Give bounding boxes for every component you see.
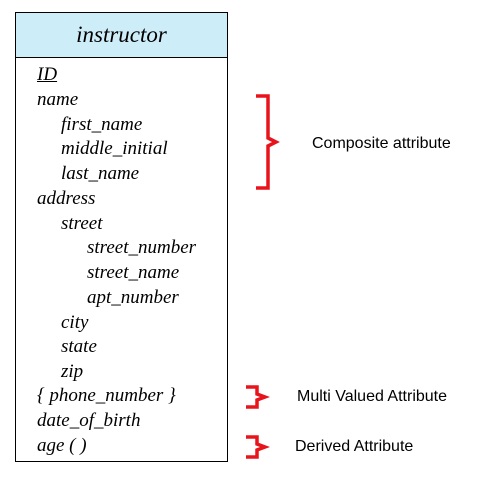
multivalued-brace xyxy=(246,385,270,409)
attribute-middle-initial: middle_initial xyxy=(61,138,168,159)
attribute-first-name: first_name xyxy=(61,114,143,135)
multivalued-attribute-label: Multi Valued Attribute xyxy=(297,388,448,405)
attribute-phone-number: { phone_number } xyxy=(37,385,176,406)
attribute-last-name: last_name xyxy=(61,163,140,184)
attribute-street-name: street_name xyxy=(87,262,180,283)
composite-attribute-label: Composite attribute xyxy=(312,135,451,152)
attribute-age: age ( ) xyxy=(37,435,87,456)
composite-brace xyxy=(256,94,280,190)
attribute-street-number: street_number xyxy=(87,237,197,258)
entity-box-instructor: instructor xyxy=(15,12,228,462)
derived-attribute-label: Derived Attribute xyxy=(295,438,414,455)
attribute-date-of-birth: date_of_birth xyxy=(37,410,141,431)
attribute-city: city xyxy=(61,312,89,333)
attribute-name: name xyxy=(37,89,79,110)
attribute-zip: zip xyxy=(61,361,84,382)
attribute-id: ID xyxy=(37,64,58,85)
attribute-state: state xyxy=(61,336,97,357)
entity-name: instructor xyxy=(16,13,227,58)
attribute-address: address xyxy=(37,188,96,209)
derived-brace xyxy=(246,435,270,459)
attribute-street: street xyxy=(61,213,103,234)
attribute-apt-number: apt_number xyxy=(87,287,179,308)
